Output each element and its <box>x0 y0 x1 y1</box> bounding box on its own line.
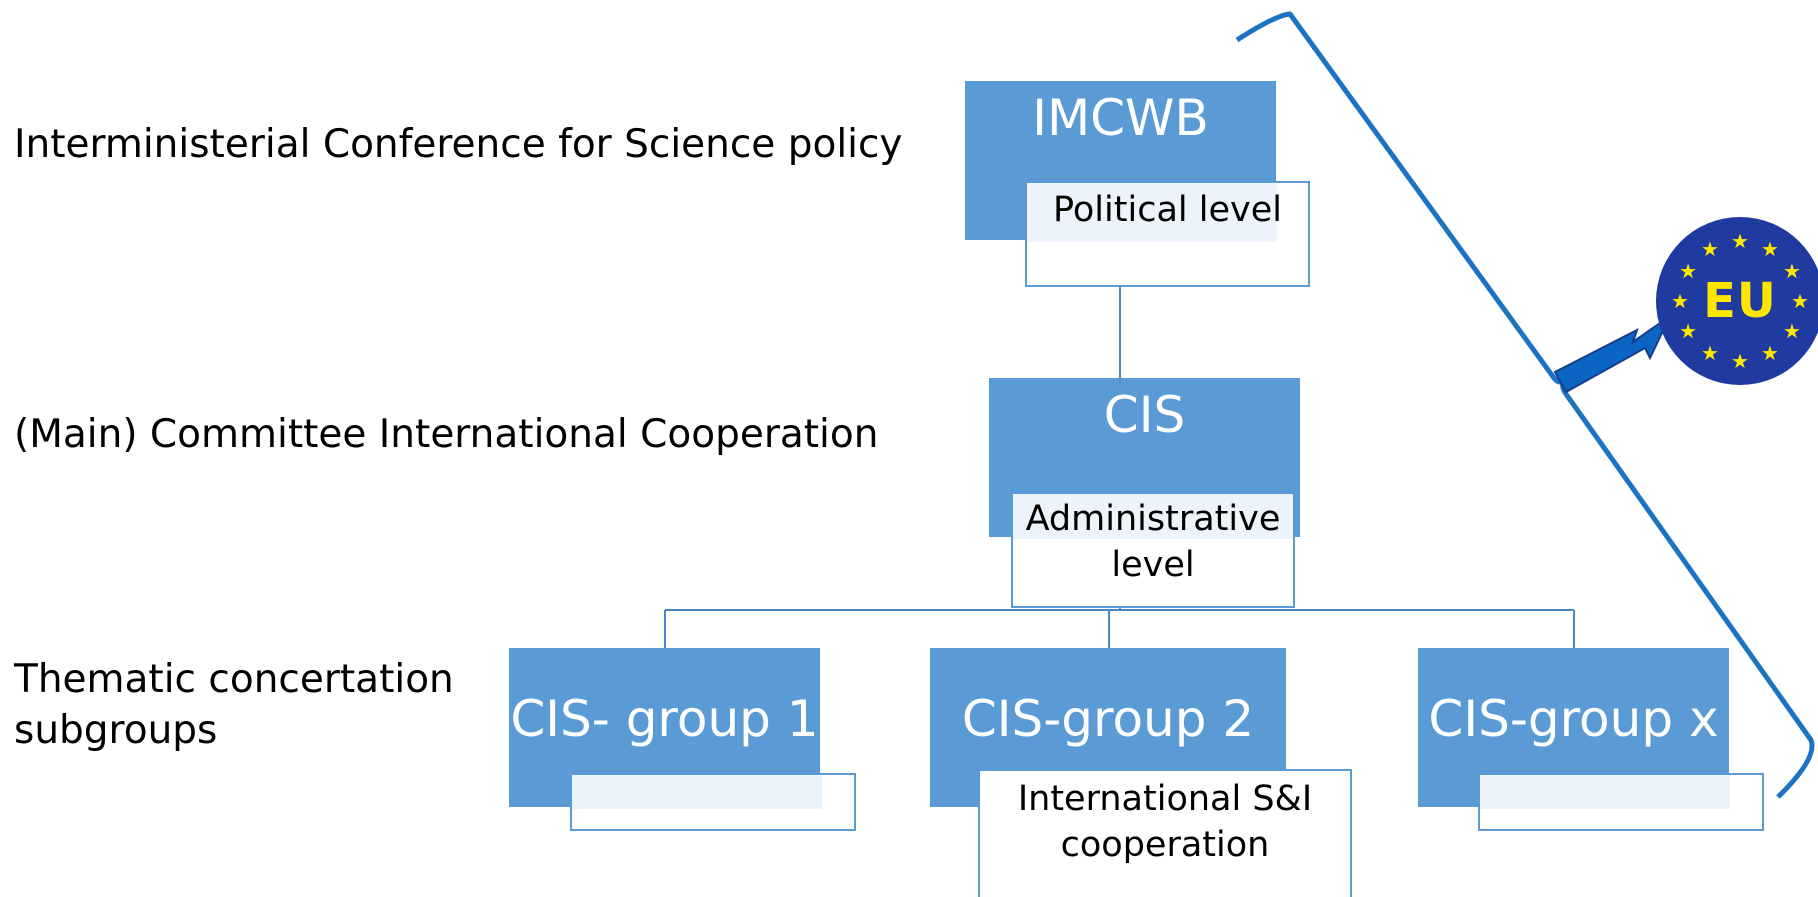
cis-group-x-subbox <box>1478 773 1764 831</box>
cis-group-2-sub-line1: International S&I <box>1017 779 1313 819</box>
eu-star-icon: ★ <box>1782 259 1801 283</box>
cis-sub-line2: level <box>1111 544 1195 585</box>
eu-star-icon: ★ <box>1671 289 1689 313</box>
eu-star-icon: ★ <box>1782 319 1801 343</box>
cis-group-1-title: CIS- group 1 <box>510 690 819 748</box>
cis-title: CIS <box>1103 386 1186 444</box>
eu-badge-text: EU <box>1703 273 1777 329</box>
cis-group-2-subbox: International S&I cooperation <box>978 769 1352 897</box>
eu-star-icon: ★ <box>1731 229 1749 253</box>
eu-star-icon: ★ <box>1679 259 1697 283</box>
thematic-label-line1: Thematic concertation <box>14 657 454 702</box>
cis-group-2-sub-line2: cooperation <box>1060 824 1270 865</box>
main-committee-label: (Main) Committee International Cooperati… <box>14 412 879 457</box>
eu-star-icon: ★ <box>1701 237 1719 262</box>
eu-star-icon: ★ <box>1731 349 1749 373</box>
arrow-to-eu-icon <box>1553 312 1673 394</box>
eu-star-icon: ★ <box>1761 340 1779 365</box>
political-level-label: Interministerial Conference for Science … <box>14 122 903 167</box>
imcwb-sub-label: Political level <box>1053 190 1282 230</box>
eu-flag-icon: EU ★★★★★★★★★★★★ <box>1656 217 1818 385</box>
cis-group-x-title: CIS-group x <box>1428 690 1719 748</box>
eu-star-icon: ★ <box>1701 340 1719 365</box>
cis-subbox: Administrative level <box>1011 492 1295 608</box>
cis-sub-line1: Administrative <box>1025 499 1281 539</box>
imcwb-subbox: Political level <box>1025 181 1310 287</box>
eu-star-icon: ★ <box>1791 289 1809 313</box>
imcwb-title: IMCWB <box>1032 89 1209 147</box>
eu-star-icon: ★ <box>1679 319 1697 343</box>
cis-group-1-subbox <box>570 773 856 831</box>
thematic-label-line2: subgroups <box>14 707 218 753</box>
thematic-subgroups-label: Thematic concertation subgroups <box>14 655 454 756</box>
eu-star-icon: ★ <box>1761 237 1779 262</box>
cis-group-2-title: CIS-group 2 <box>961 690 1255 748</box>
